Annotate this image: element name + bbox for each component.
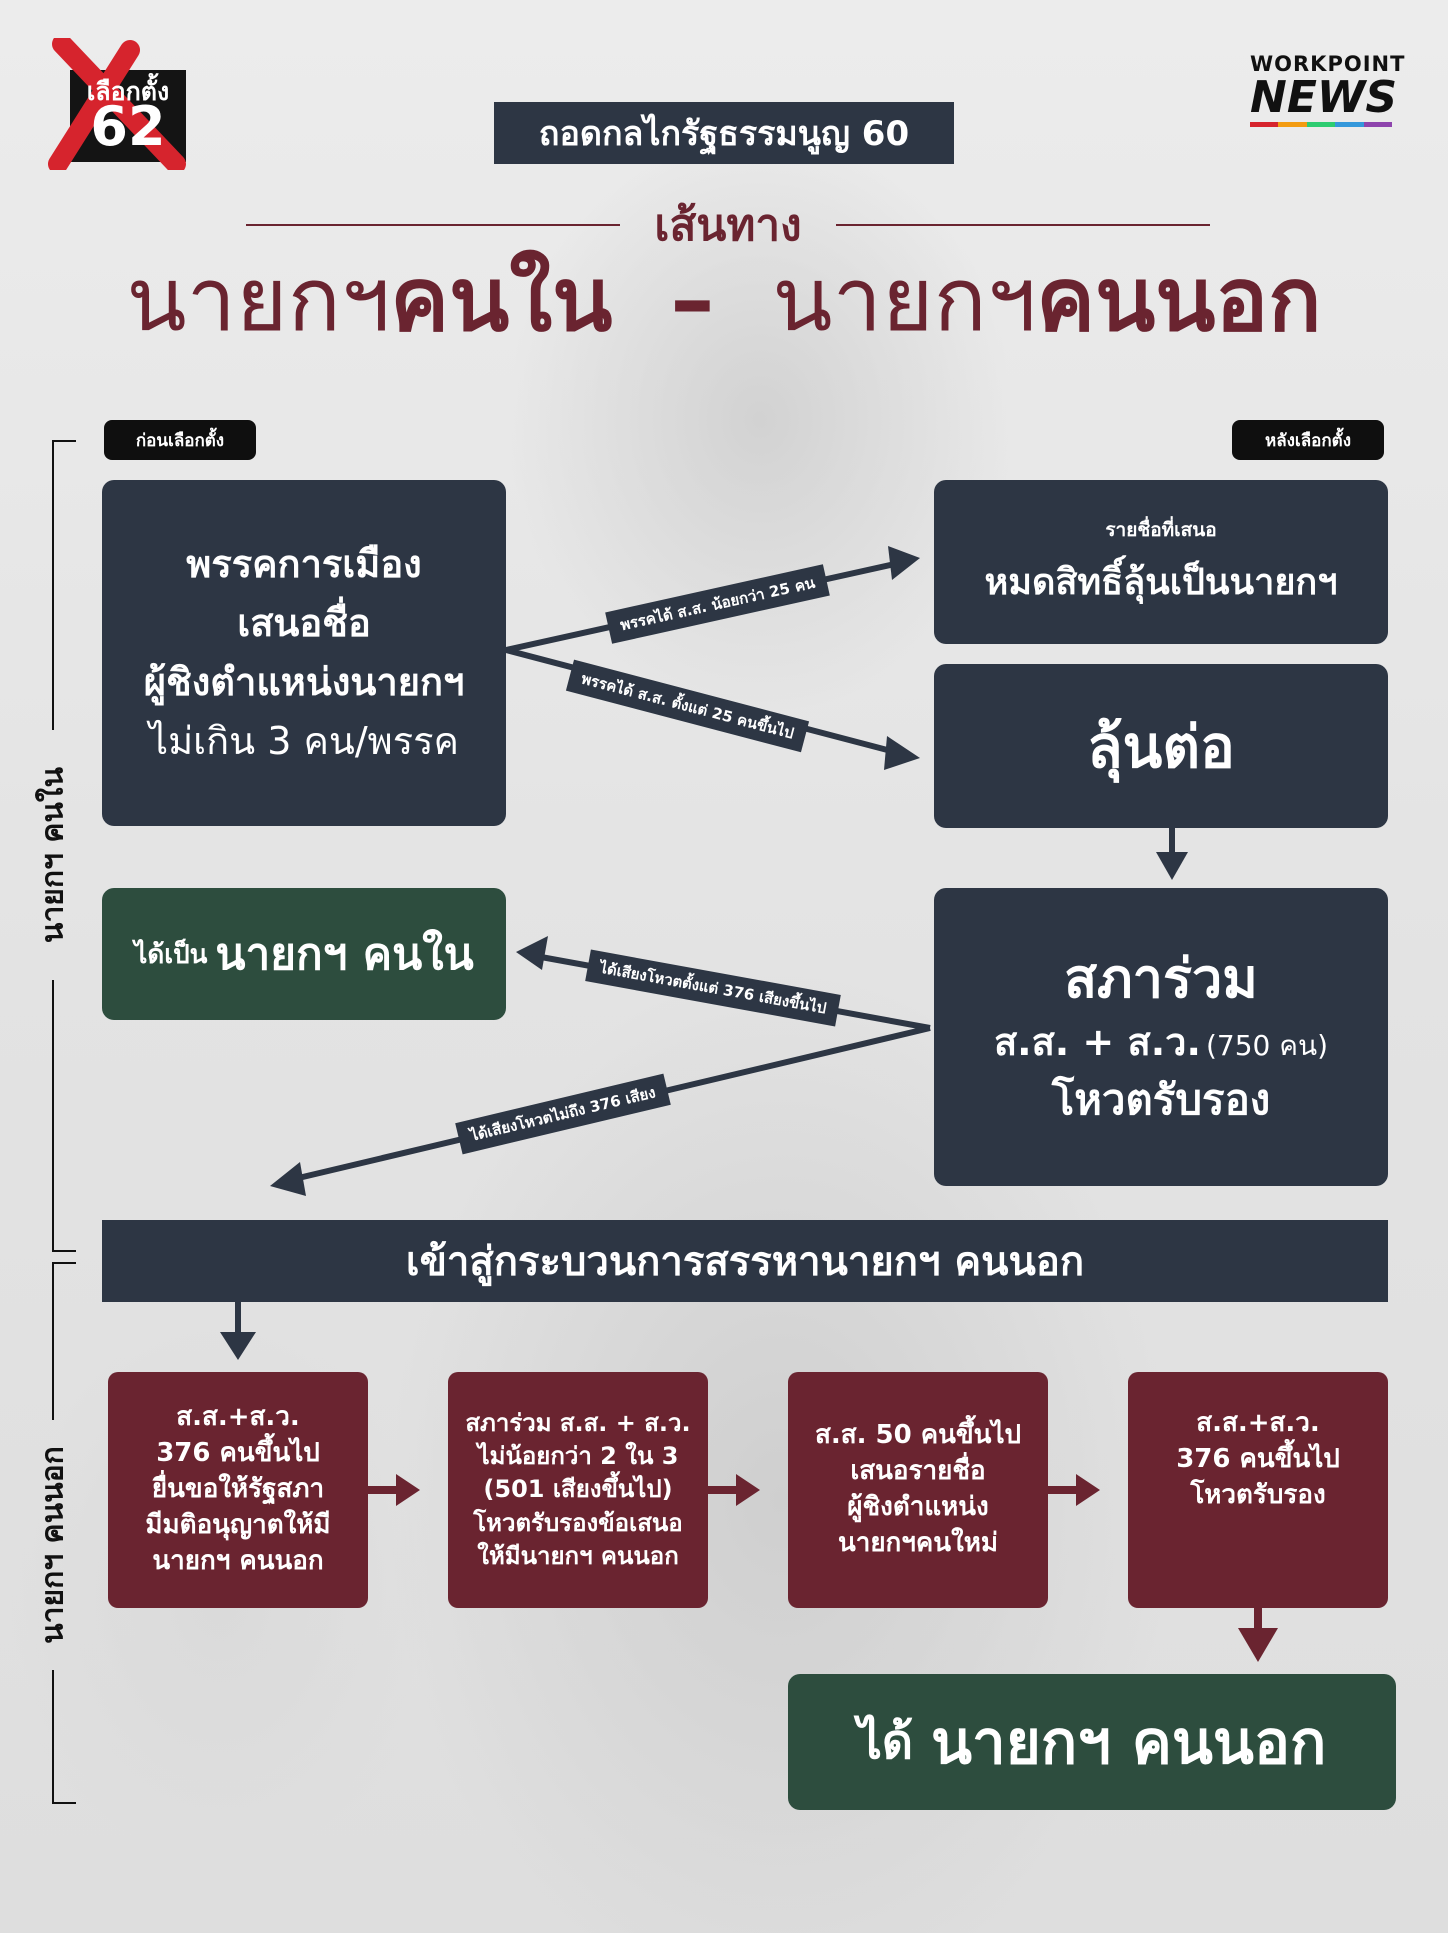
kicker-rule-left	[246, 224, 620, 226]
party-box-line3: ผู้ชิงตำแหน่งนายกฯ	[143, 660, 465, 704]
title-dash: –	[670, 248, 715, 351]
insider-result-box: ได้เป็น นายกฯ คนใน	[102, 888, 506, 1020]
outsider-result-box: ได้ นายกฯ คนนอก	[788, 1674, 1396, 1810]
outsider-result-small: ได้	[857, 1714, 913, 1770]
election-badge: เลือกตั้ง 62	[40, 38, 192, 170]
bracket-outsider-line-b	[52, 1670, 54, 1802]
tag-after-election: หลังเลือกตั้ง	[1232, 420, 1384, 460]
step1-line4: มีมติอนุญาตให้มี	[145, 1509, 331, 1540]
outsider-step-3: ส.ส. 50 คนขึ้นไป เสนอรายชื่อ ผู้ชิงตำแหน…	[788, 1372, 1048, 1608]
step3-line3: ผู้ชิงตำแหน่ง	[847, 1492, 989, 1522]
title-part1: นายกฯ	[126, 248, 391, 351]
side-label-outsider: นายกฯ คนนอก	[35, 1446, 71, 1644]
step4-line2: 376 คนขึ้นไป	[1176, 1443, 1340, 1474]
badge-line2: 62	[90, 95, 166, 158]
logo-line1: WORKPOINT	[1250, 52, 1406, 76]
continue-text: ลุ้นต่อ	[1087, 712, 1235, 781]
step1-line2: 376 คนขึ้นไป	[156, 1438, 320, 1469]
outsider-result-main: นายกฯ คนนอก	[931, 1707, 1327, 1778]
step2-line1: สภาร่วม ส.ส. + ส.ว.	[465, 1409, 691, 1438]
title-part4: คนนอก	[1036, 248, 1322, 351]
workpoint-news-logo: WORKPOINT NEWS	[1250, 52, 1406, 140]
bracket-outsider-line-a	[52, 1262, 54, 1420]
kicker-text: เส้นทาง	[654, 200, 802, 251]
step4-line3: โหวตรับรอง	[1190, 1479, 1326, 1510]
step2-line3: (501 เสียงขึ้นไป)	[483, 1475, 673, 1504]
party-box-line2: เสนอชื่อ	[237, 601, 371, 646]
step2-line2: ไม่น้อยกว่า 2 ใน 3	[477, 1442, 679, 1471]
party-box-line1: พรรคการเมือง	[186, 542, 422, 587]
step3-line4: นายกฯคนใหม่	[837, 1527, 999, 1558]
step1-line1: ส.ส.+ส.ว.	[176, 1402, 300, 1433]
joint-line2-main: ส.ส. + ส.ว.	[993, 1020, 1201, 1065]
continue-box: ลุ้นต่อ	[934, 664, 1388, 828]
insider-result-main: นายกฯ คนใน	[215, 929, 474, 980]
disqualified-small: รายชื่อที่เสนอ	[1105, 518, 1217, 541]
step3-line2: เสนอรายชื่อ	[850, 1456, 986, 1487]
joint-line2: ส.ส. + ส.ว. (750 คน)	[994, 1014, 1328, 1071]
bracket-outsider-tick-top	[52, 1262, 76, 1264]
badge-line1: เลือกตั้ง	[86, 77, 170, 106]
party-nomination-box: พรรคการเมือง เสนอชื่อ ผู้ชิงตำแหน่งนายกฯ…	[102, 480, 506, 826]
outsider-step-1: ส.ส.+ส.ว. 376 คนขึ้นไป ยื่นขอให้รัฐสภา ม…	[108, 1372, 368, 1608]
joint-session-box: สภาร่วม ส.ส. + ส.ว. (750 คน) โหวตรับรอง	[934, 888, 1388, 1186]
bracket-insider-tick-top	[52, 440, 76, 442]
disqualified-box: รายชื่อที่เสนอ หมดสิทธิ์ลุ้นเป็นนายกฯ	[934, 480, 1388, 644]
joint-line2-count: (750 คน)	[1206, 1029, 1329, 1063]
side-label-insider: นายกฯ คนใน	[35, 766, 71, 944]
subtitle-box: ถอดกลไกรัฐธรรมนูญ 60	[494, 102, 954, 164]
logo-line2: NEWS	[1250, 72, 1398, 123]
joint-line1: สภาร่วม	[1064, 947, 1258, 1010]
logo-color-stripe	[1250, 122, 1393, 127]
outsider-step-2: สภาร่วม ส.ส. + ส.ว. ไม่น้อยกว่า 2 ใน 3 (…	[448, 1372, 708, 1608]
page-title: นายกฯคนใน – นายกฯคนนอก	[40, 251, 1408, 349]
badge-x-mark-icon	[48, 38, 186, 170]
step2-line4: โหวตรับรองข้อเสนอ	[473, 1508, 683, 1537]
banner-text: เข้าสู่กระบวนการสรรหานายกฯ คนนอก	[405, 1239, 1085, 1285]
tag-before-election: ก่อนเลือกตั้ง	[104, 420, 256, 460]
step4-line1: ส.ส.+ส.ว.	[1196, 1408, 1320, 1438]
kicker-rule-right	[836, 224, 1210, 226]
joint-line3: โหวตรับรอง	[1051, 1075, 1271, 1125]
bracket-insider-line-b	[52, 980, 54, 1250]
bracket-insider-tick-bottom	[52, 1250, 76, 1252]
step2-line5: ให้มีนายกฯ คนนอก	[477, 1541, 679, 1570]
bracket-insider-line-a	[52, 440, 54, 730]
subtitle-text: ถอดกลไกรัฐธรรมนูญ 60	[538, 114, 910, 154]
step1-line3: ยื่นขอให้รัฐสภา	[151, 1474, 325, 1505]
title-part2: คนใน	[390, 248, 613, 351]
insider-result-small: ได้เป็น	[134, 939, 208, 970]
outsider-process-banner: เข้าสู่กระบวนการสรรหานายกฯ คนนอก	[102, 1220, 1388, 1302]
outsider-step-4: ส.ส.+ส.ว. 376 คนขึ้นไป โหวตรับรอง	[1128, 1372, 1388, 1608]
step3-line1: ส.ส. 50 คนขึ้นไป	[814, 1420, 1022, 1451]
title-part3: นายกฯ	[772, 248, 1037, 351]
step1-line5: นายกฯ คนนอก	[152, 1545, 324, 1576]
party-box-line4: ไม่เกิน 3 คน/พรรค	[149, 718, 459, 763]
disqualified-main: หมดสิทธิ์ลุ้นเป็นนายกฯ	[984, 561, 1338, 603]
bracket-outsider-tick-bottom	[52, 1802, 76, 1804]
